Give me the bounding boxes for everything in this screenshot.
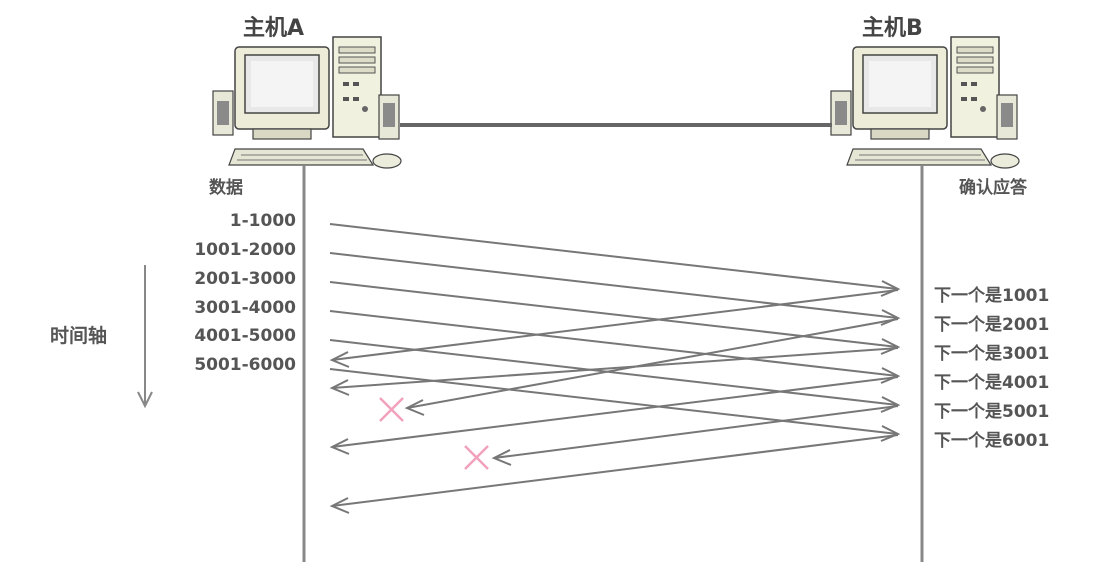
segment-label: 3001-4000 [194, 298, 296, 318]
arrowhead-icon [329, 379, 350, 396]
ack-label: 下一个是1001 [934, 286, 1050, 306]
segment-arrow [329, 252, 899, 319]
arrowhead-icon [329, 438, 350, 455]
arrowhead-icon [880, 396, 901, 413]
segment-arrow [329, 223, 899, 290]
segment-arrow [329, 368, 899, 435]
ack-arrow-lost [406, 318, 899, 409]
host-a-computer-icon [212, 36, 402, 169]
ack-arrow [331, 347, 899, 389]
segment-label: 4001-5000 [194, 326, 296, 346]
ack-arrow [331, 289, 899, 361]
arrowhead-icon [880, 280, 901, 297]
ack-label: 下一个是2001 [934, 315, 1050, 335]
segment-label: 1001-2000 [194, 240, 296, 260]
time-axis-label: 时间轴 [50, 325, 108, 347]
lost-x-icon [464, 445, 489, 470]
segment-label: 2001-3000 [194, 269, 296, 289]
ack-label: 下一个是5001 [934, 402, 1050, 422]
ack-arrow-lost [493, 405, 899, 459]
host-b-label: 主机B [862, 16, 923, 41]
host-a-label: 主机A [243, 16, 305, 41]
arrowhead-icon [880, 425, 901, 442]
arrowhead-icon [880, 309, 901, 326]
host-b-computer-icon [830, 36, 1020, 169]
arrowhead-icon [491, 449, 512, 466]
data-column-label: 数据 [209, 178, 243, 198]
segment-label: 5001-6000 [194, 355, 296, 375]
ack-column-label: 确认应答 [959, 178, 1027, 198]
lost-x-icon [379, 397, 404, 422]
ack-label: 下一个是3001 [934, 344, 1050, 364]
segment-arrow [329, 339, 899, 406]
segment-label: 1-1000 [229, 211, 296, 231]
segment-arrow [329, 310, 899, 377]
arrowhead-icon [329, 351, 350, 368]
segment-arrow [329, 281, 899, 348]
arrowhead-icon [880, 367, 901, 384]
ack-arrow [331, 434, 899, 507]
time-axis-arrow [137, 265, 153, 409]
ack-label: 下一个是4001 [934, 373, 1050, 393]
arrowhead-icon [329, 497, 350, 514]
ack-arrow [331, 376, 899, 448]
arrowhead-icon [880, 338, 901, 355]
arrowhead-icon [404, 399, 425, 416]
ack-label: 下一个是6001 [934, 431, 1050, 451]
